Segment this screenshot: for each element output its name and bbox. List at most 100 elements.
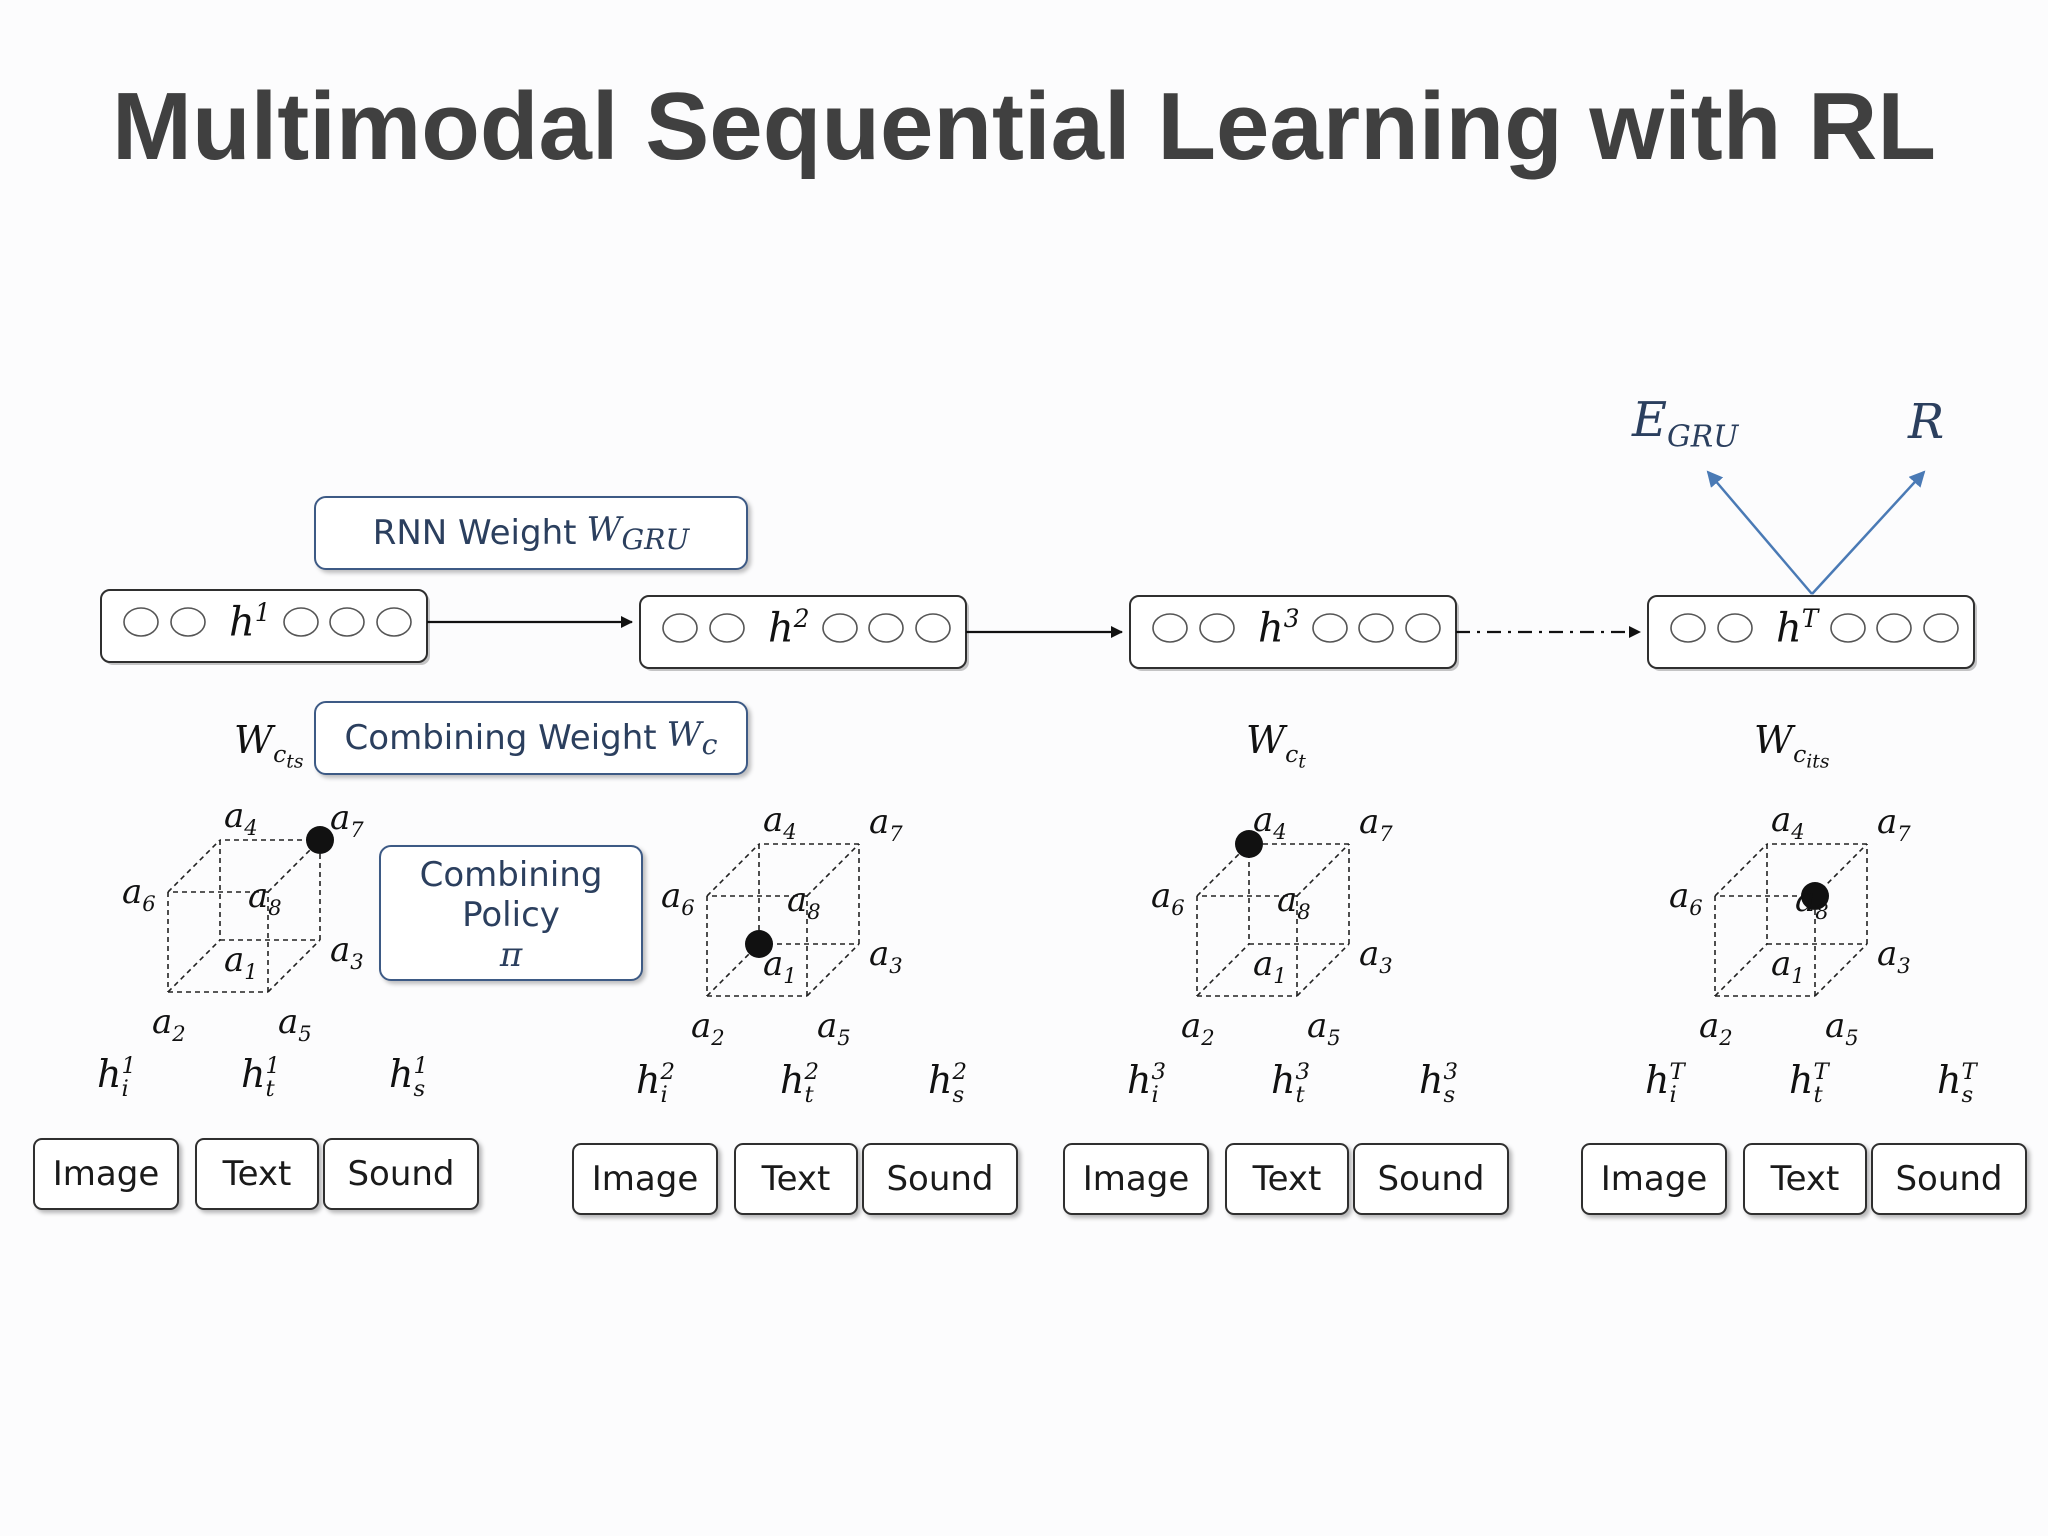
cube-vertex-label-base: a: [763, 800, 784, 840]
cube-vertex-label: a2: [152, 1002, 186, 1046]
modality-hidden-base: h: [1271, 1058, 1296, 1102]
modality-hidden-subscript: t: [265, 1075, 275, 1102]
cube-vertex-label: a5: [817, 1006, 851, 1050]
cube-vertex-label: a1: [1253, 944, 1287, 988]
combining-policy-symbol: π: [499, 935, 523, 975]
modality-hidden-subscript: i: [121, 1075, 129, 1102]
cube-vertex-label-base: a: [1307, 1006, 1328, 1046]
neuron-node: [1312, 613, 1348, 643]
weight-label-base: W: [1754, 718, 1794, 762]
cube-vertex-label: a7: [1877, 802, 1911, 846]
modality-input-label: Image: [591, 1159, 699, 1199]
modality-hidden-base: h: [1937, 1058, 1962, 1102]
modality-hidden-subscript: i: [660, 1081, 668, 1108]
neuron-node: [868, 613, 904, 643]
cube-vertex-label-index: 7: [889, 820, 903, 846]
cube-vertex-label-index: 6: [681, 894, 695, 920]
cube-vertex-label: a7: [1359, 802, 1393, 846]
modality-hidden-superscript: T: [1961, 1058, 1977, 1085]
modality-hidden-subscript: i: [1151, 1081, 1159, 1108]
modality-hidden-subscript: s: [1443, 1081, 1456, 1108]
modality-input-box-text: Text: [1225, 1143, 1349, 1215]
cube-vertex-label-index: 6: [1171, 894, 1185, 920]
modality-hidden-base: h: [389, 1052, 414, 1096]
neuron-node: [1876, 613, 1912, 643]
cube-vertex-label-base: a: [330, 798, 351, 838]
modality-hidden-superscript: T: [1669, 1058, 1685, 1085]
cube-vertex-label: a5: [1307, 1006, 1341, 1050]
cube-vertex-label: a8: [1277, 880, 1311, 924]
cube-vertex-label-base: a: [248, 876, 269, 916]
cube-edge: [1714, 943, 1768, 997]
modality-input-label: Image: [52, 1154, 160, 1194]
weight-label-subscript-base: c: [1285, 739, 1299, 768]
cube-edge: [1296, 943, 1350, 997]
cube-vertex-label: a4: [1253, 800, 1287, 844]
cube-vertex-label-index: 5: [298, 1020, 312, 1046]
cube-vertex-label-index: 2: [1719, 1024, 1733, 1050]
cube-vertex-label-index: 5: [837, 1024, 851, 1050]
modality-input-label: Sound: [1377, 1159, 1485, 1199]
modality-input-box-image: Image: [1063, 1143, 1209, 1215]
cube-vertex-label: a6: [1669, 876, 1703, 920]
modality-hidden-base: h: [97, 1052, 122, 1096]
cube-vertex-label-base: a: [1877, 934, 1898, 974]
rnn-weight-symbol-subscript: GRU: [621, 522, 690, 556]
modality-input-label: Text: [761, 1159, 831, 1199]
cube-vertex-label-index: 2: [711, 1024, 725, 1050]
cube-edge: [1296, 843, 1350, 897]
cube-vertex-label: a7: [869, 802, 903, 846]
modality-input-box-image: Image: [33, 1138, 179, 1210]
cube-vertex-label: a6: [661, 876, 695, 920]
weight-label-base: W: [234, 718, 274, 762]
modality-input-label: Text: [222, 1154, 292, 1194]
cube-vertex-label: a1: [1771, 944, 1805, 988]
cube-edge: [267, 839, 321, 893]
modality-hidden-subscript: i: [1669, 1081, 1677, 1108]
cube-vertex-label: a3: [330, 930, 364, 974]
cube-vertex-label-base: a: [787, 880, 808, 920]
cube-vertex-label-base: a: [763, 944, 784, 984]
modality-input-box-text: Text: [734, 1143, 858, 1215]
hidden-state-superscript: T: [1801, 604, 1819, 633]
hidden-state-base: h: [768, 605, 794, 652]
cube-vertex-label-index: 2: [172, 1020, 186, 1046]
modality-input-label: Sound: [347, 1154, 455, 1194]
hidden-state-label: h2: [768, 604, 810, 651]
modality-input-box-image: Image: [1581, 1143, 1727, 1215]
modality-hidden-superscript: 2: [660, 1058, 675, 1085]
neuron-node: [1405, 613, 1441, 643]
neuron-node: [170, 607, 206, 637]
hidden-state-label: h3: [1258, 604, 1300, 651]
modality-hidden-base: h: [780, 1058, 805, 1102]
cube-vertex-label-index: 2: [1201, 1024, 1215, 1050]
output-e-subscript: GRU: [1667, 419, 1739, 455]
weight-label-subsubscript: its: [1806, 751, 1830, 773]
cube-vertex-label-base: a: [152, 1002, 173, 1042]
cube-vertex-label-index: 4: [1273, 818, 1287, 844]
cube-vertex-label-base: a: [1253, 800, 1274, 840]
cube-vertex-label: a3: [1359, 934, 1393, 978]
modality-input-label: Text: [1770, 1159, 1840, 1199]
cube-vertex-label: a4: [224, 796, 258, 840]
cube-edge: [267, 939, 321, 993]
neuron-node: [1670, 613, 1706, 643]
neuron-node: [123, 607, 159, 637]
modality-hidden-subscript: s: [1961, 1081, 1974, 1108]
cube-vertex-label: a5: [1825, 1006, 1859, 1050]
rnn-weight-text: RNN Weight: [372, 513, 577, 553]
weight-label-subscript-base: c: [273, 739, 287, 768]
cube-vertex-label-base: a: [817, 1006, 838, 1046]
